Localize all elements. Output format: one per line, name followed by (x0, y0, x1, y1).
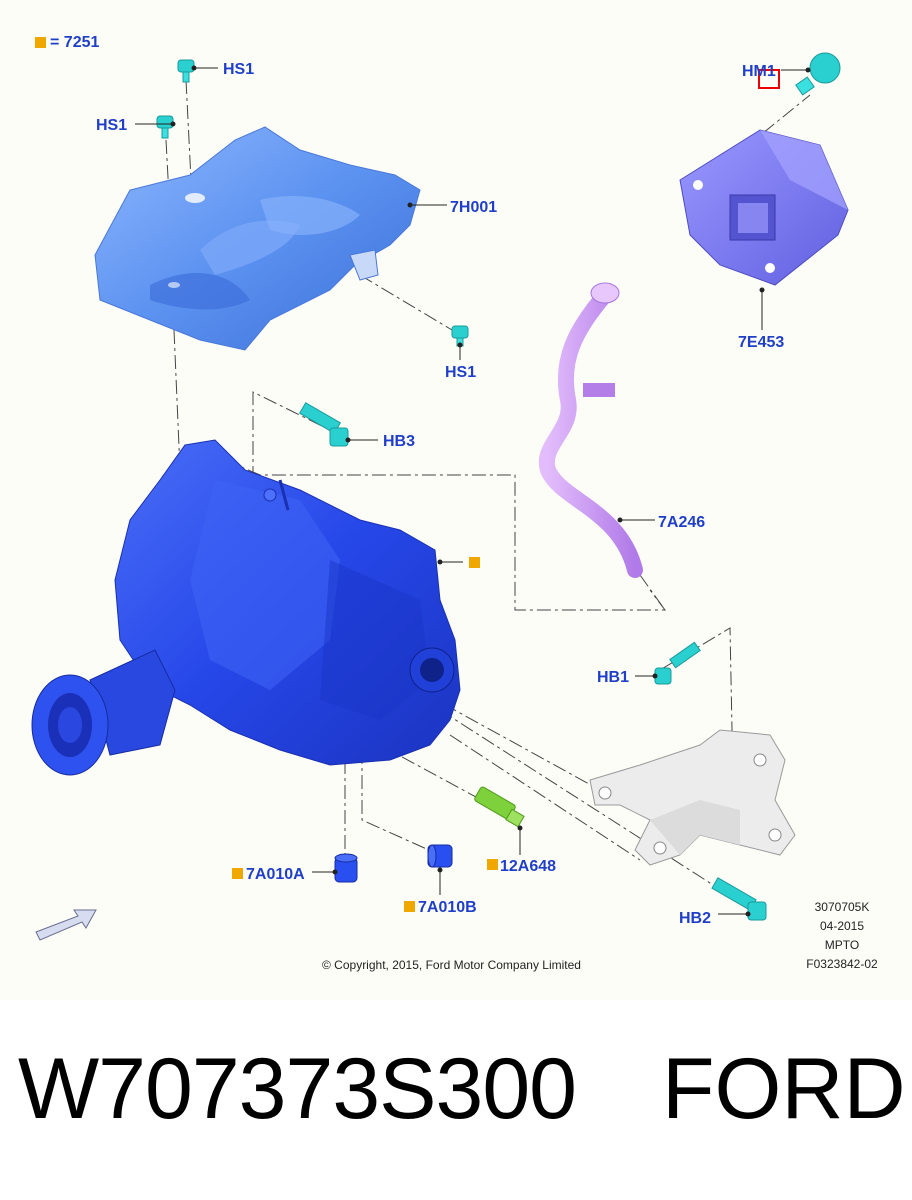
seal-7a010b-part (427, 844, 453, 868)
bolt-hb2 (711, 877, 767, 921)
bolt-hb1 (654, 641, 701, 685)
legend-text: = 7251 (50, 34, 99, 51)
label-hs1-right: HS1 (445, 364, 476, 381)
speed-sensor-part (474, 786, 525, 828)
part-number-title: W707373S300 (18, 1041, 577, 1137)
meta-tag: MPTO (825, 938, 859, 952)
label-hb3: HB3 (383, 433, 415, 450)
label-7a010a: 7A010A (246, 866, 305, 883)
label-hm1: HM1 (742, 63, 776, 80)
view-direction-arrow-icon (35, 909, 97, 941)
label-12a648: 12A648 (500, 858, 556, 875)
leader-lines (135, 67, 808, 915)
exploded-parts-diagram: = 7251 (31, 34, 879, 972)
label-7a010b: 7A010B (418, 899, 477, 916)
meta-code: 3070705K (815, 900, 870, 914)
label-hb2: HB2 (679, 910, 711, 927)
label-7e453: 7E453 (738, 334, 784, 351)
heat-shield-part (94, 126, 421, 351)
brand-title: FORD (662, 1041, 906, 1137)
label-hs1-top: HS1 (223, 61, 254, 78)
label-7a246: 7A246 (658, 514, 705, 531)
mount-bracket-part (589, 729, 796, 866)
bolt-hb3 (298, 402, 349, 447)
copyright-text: © Copyright, 2015, Ford Motor Company Li… (322, 958, 581, 972)
marker-7251-seal-a (232, 868, 243, 879)
diagram-canvas: = 7251 (31, 34, 878, 972)
meta-ref: F0323842-02 (806, 957, 878, 971)
caption-bar: W707373S300 FORD (0, 1040, 912, 1190)
bolt-hs1-left (156, 115, 174, 139)
highlight-box (758, 69, 780, 89)
bolt-hs1-top (177, 59, 195, 83)
seal-7a010a-part (334, 853, 358, 883)
marker-7251-seal-b (404, 901, 415, 912)
transfer-case-part (31, 439, 461, 776)
leader-dots (170, 65, 811, 917)
control-module-part (679, 129, 849, 286)
legend-marker (35, 37, 46, 48)
label-hs1-left: HS1 (96, 117, 127, 134)
marker-7251-sensor (487, 859, 498, 870)
bolt-hs1-right (451, 325, 469, 347)
marker-7251-case (469, 557, 480, 568)
meta-date: 04-2015 (820, 919, 864, 933)
vent-tube-part (538, 282, 643, 578)
bolt-hm1 (795, 52, 841, 96)
label-7h001: 7H001 (450, 199, 497, 216)
label-hb1: HB1 (597, 669, 629, 686)
